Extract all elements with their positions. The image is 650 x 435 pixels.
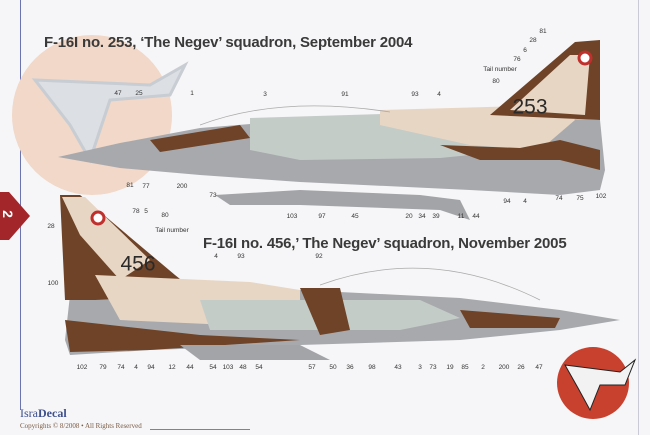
callout-label: 93: [411, 90, 419, 98]
aircraft-253-profile: [58, 40, 605, 220]
callout-label: 12: [168, 363, 176, 371]
page-edge: [638, 0, 639, 435]
callout-label: 98: [368, 363, 376, 371]
callout-label: 103: [222, 363, 234, 371]
callout-label: 73: [429, 363, 437, 371]
callout-label: 97: [318, 212, 326, 220]
callout-label: 79: [99, 363, 107, 371]
callout-label: 36: [346, 363, 354, 371]
callout-label: 81: [539, 27, 547, 35]
page-number: 2: [0, 210, 16, 218]
callout-label: 44: [472, 212, 480, 220]
callout-label: 74: [117, 363, 125, 371]
squadron-emblem: [557, 347, 637, 419]
callout-label: 103: [286, 212, 298, 220]
callout-label: 6: [523, 46, 527, 54]
brand-logo: IsraDecal: [20, 407, 67, 419]
callout-label: 78: [132, 207, 140, 215]
callout-label: 47: [535, 363, 543, 371]
callout-label: 4: [437, 90, 441, 98]
callout-label: 57: [308, 363, 316, 371]
callout-label: 200: [176, 182, 188, 190]
callout-label: 94: [147, 363, 155, 371]
callout-label: 77: [142, 182, 150, 190]
callout-label: 11: [457, 212, 465, 220]
callout-label: Tail number: [483, 65, 517, 73]
callout-label: 1: [190, 89, 194, 97]
margin-line: [20, 0, 21, 410]
callout-label: 76: [513, 55, 521, 63]
brand-isra: Isra: [20, 406, 38, 420]
aircraft-456-title: F-16I no. 456,’ The Negev’ squadron, Nov…: [203, 235, 567, 252]
callout-label: 2: [481, 363, 485, 371]
callout-label: 54: [209, 363, 217, 371]
callout-label: 3: [418, 363, 422, 371]
callout-label: 4: [523, 197, 527, 205]
footer-rule: [150, 429, 250, 430]
callout-label: 74: [555, 194, 563, 202]
callout-label: 4: [134, 363, 138, 371]
callout-label: 200: [498, 363, 510, 371]
callout-label: 50: [329, 363, 337, 371]
callout-label: 45: [351, 212, 359, 220]
callout-label: 47: [114, 89, 122, 97]
callout-label: 28: [529, 36, 537, 44]
callout-label: Tail number: [155, 226, 189, 234]
callout-label: 44: [186, 363, 194, 371]
aircraft-253-title: F-16I no. 253, ‘The Negev’ squadron, Sep…: [44, 34, 413, 51]
callout-label: 5: [144, 207, 148, 215]
callout-label: 54: [255, 363, 263, 371]
callout-label: 26: [517, 363, 525, 371]
callout-label: 93: [237, 252, 245, 260]
brand-decal: Decal: [38, 406, 67, 420]
tail-number-456: 456: [120, 252, 156, 276]
callout-label: 102: [595, 192, 607, 200]
callout-label: 34: [418, 212, 426, 220]
callout-label: 80: [161, 211, 169, 219]
copyright: Copyrights © 8/2008 • All Rights Reserve…: [20, 422, 142, 430]
callout-label: 75: [576, 194, 584, 202]
callout-label: 80: [492, 77, 500, 85]
callout-label: 28: [47, 222, 55, 230]
callout-label: 39: [432, 212, 440, 220]
aircraft-456-profile: [60, 195, 620, 360]
callout-label: 19: [446, 363, 454, 371]
callout-label: 43: [394, 363, 402, 371]
callout-label: 25: [135, 89, 143, 97]
callout-label: 3: [263, 90, 267, 98]
callout-label: 100: [47, 279, 59, 287]
callout-label: 85: [461, 363, 469, 371]
callout-label: 92: [315, 252, 323, 260]
callout-label: 20: [405, 212, 413, 220]
callout-label: 73: [209, 191, 217, 199]
callout-label: 48: [239, 363, 247, 371]
callout-label: 94: [503, 197, 511, 205]
callout-label: 4: [214, 252, 218, 260]
callout-label: 81: [126, 181, 134, 189]
tail-number-253: 253: [512, 95, 548, 119]
callout-label: 91: [341, 90, 349, 98]
callout-label: 102: [76, 363, 88, 371]
